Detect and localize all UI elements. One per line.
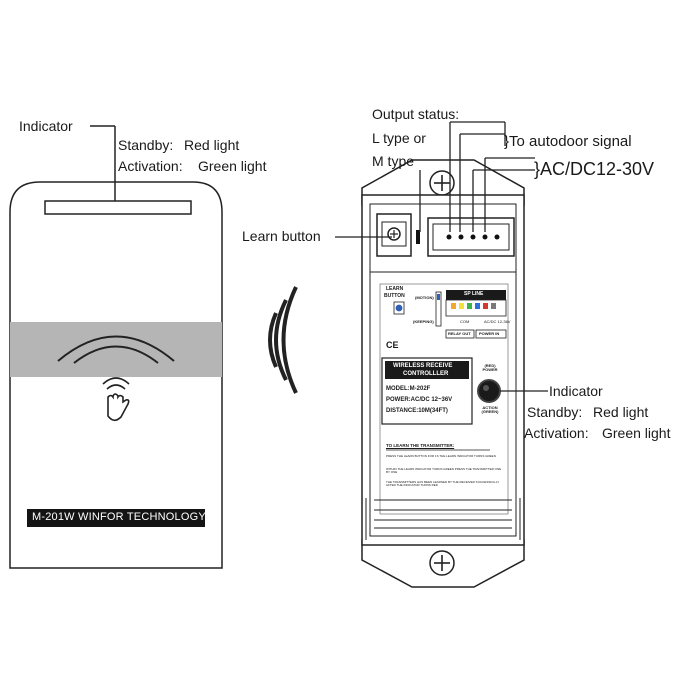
transmitter-indicator-leader xyxy=(90,125,116,201)
keeping-label: (KEEPING) xyxy=(413,319,434,324)
acdc-small-label: AC/DC 12-36V xyxy=(484,319,511,324)
model-text: MODEL:M-202F xyxy=(386,386,431,392)
power-in-label: POWER IN xyxy=(479,331,500,336)
instructions-title: TO LEARN THE TRANSMITTER: xyxy=(386,443,455,448)
controller-activation-value: Green light xyxy=(602,425,671,441)
transmitter-device xyxy=(9,181,223,569)
controller-standby-label: Standby: xyxy=(527,404,583,420)
learn-button-label: Learn button xyxy=(242,228,321,244)
transmitter-standby-value: Red light xyxy=(184,137,240,153)
distance-text: DISTANCE:10M(34FT) xyxy=(386,408,448,414)
output-status-label: Output status: xyxy=(372,106,460,122)
controller-standby-value: Red light xyxy=(593,404,649,420)
ce-mark: CE xyxy=(386,340,399,350)
action-green-label: ACTION (GREEN) xyxy=(481,405,499,414)
brand-plate xyxy=(27,509,205,527)
indicator-led xyxy=(477,379,501,403)
output-status-leader xyxy=(419,121,535,232)
learn-button-led[interactable] xyxy=(395,304,403,312)
instruction-1: PRESS THE LEARN BUTTON FOR 1S THE LEARN … xyxy=(386,454,496,458)
motion-label: (MOTION) xyxy=(415,295,434,300)
transmitter-indicator-label: Indicator xyxy=(19,118,73,134)
brand-plate-text: M-201W WINFOR TECHNOLOGY xyxy=(32,511,206,523)
transmitter-activation-label: Activation: xyxy=(118,158,183,174)
sp-line-header xyxy=(446,290,506,300)
l-type-label: L type or xyxy=(372,130,426,146)
hand-wave-icon xyxy=(102,377,130,422)
transmitter-activation-value: Green light xyxy=(198,158,267,174)
sensor-arc-icon xyxy=(57,335,175,362)
type-jumper[interactable] xyxy=(416,230,420,244)
transmitter-standby-label: Standby: xyxy=(118,137,174,153)
box-title-1: WIRELESS RECEIVE xyxy=(393,363,453,369)
controller-activation-label: Activation: xyxy=(524,425,589,441)
power-text: POWER:AC/DC 12~36V xyxy=(386,397,453,403)
acdc-label: }AC/DC12-30V xyxy=(534,159,655,179)
transmitter-sensor-band xyxy=(10,322,222,377)
instruction-3: THE TRANSMITTERS HAS BEEN LEARNED BY THE… xyxy=(386,480,500,488)
learn-caption-1: LEARN xyxy=(386,286,404,292)
instruction-2: WITHIN THE LEARN INDICATOR TURNS GREEN P… xyxy=(386,467,502,475)
learn-caption-2: BUTTON xyxy=(384,293,405,299)
controller-device xyxy=(361,159,525,588)
sp-line-label: SP LINE xyxy=(464,291,484,297)
to-autodoor-label: }To autodoor signal xyxy=(504,133,632,150)
controller-indicator-label: Indicator xyxy=(549,383,603,399)
red-power-label: (RED) POWER xyxy=(482,363,498,372)
m-type-label: M type xyxy=(372,153,415,169)
box-title-2: CONTROLLLER xyxy=(403,371,449,377)
wireless-signal-icon xyxy=(268,286,298,394)
com-label: COM xyxy=(460,319,470,324)
relay-out-label: RELAY OUT xyxy=(448,331,471,336)
transmitter-indicator-bar xyxy=(44,200,192,215)
